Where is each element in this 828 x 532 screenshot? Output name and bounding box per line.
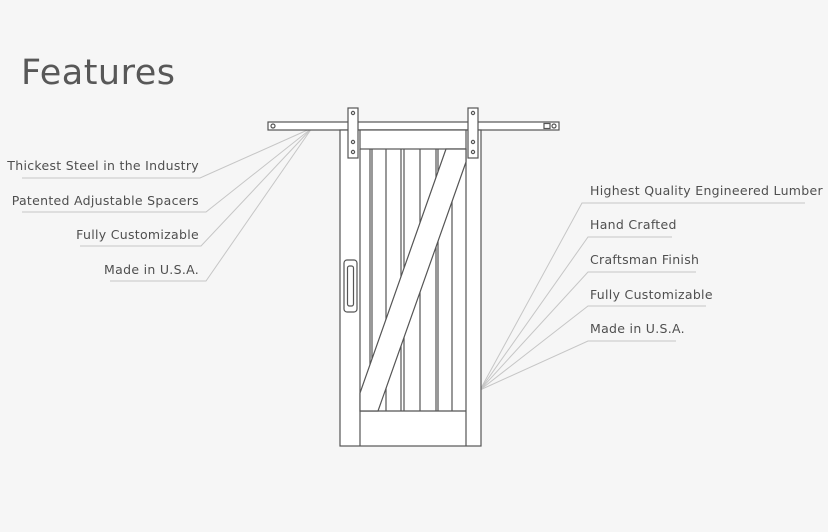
- leader-line: [479, 271, 696, 391]
- leader-line: [22, 127, 313, 179]
- leader-line: [479, 202, 805, 391]
- right-feature-label: Craftsman Finish: [590, 252, 700, 267]
- diagonal-brace: [359, 148, 467, 412]
- left-feature-label: Patented Adjustable Spacers: [11, 193, 199, 208]
- right-leader-lines: [479, 202, 805, 391]
- right-feature-label: Hand Crafted: [590, 217, 677, 232]
- left-feature-label: Fully Customizable: [76, 227, 199, 242]
- right-hanger: [467, 107, 479, 159]
- left-leader-lines: [22, 127, 313, 282]
- leader-line: [479, 340, 676, 391]
- door-handle: [343, 259, 358, 313]
- rail-end-bolt: [270, 123, 276, 129]
- leader-line: [479, 236, 672, 391]
- rail-stop: [543, 122, 551, 130]
- right-feature-label: Fully Customizable: [590, 287, 713, 302]
- right-feature-label: Made in U.S.A.: [590, 321, 685, 336]
- leader-line: [110, 127, 313, 282]
- left-feature-label: Thickest Steel in the Industry: [7, 158, 199, 173]
- leader-line: [479, 305, 706, 391]
- barn-door: [267, 107, 560, 447]
- door-handle-recess: [346, 265, 355, 307]
- door-top-rail: [359, 129, 467, 150]
- left-hanger: [347, 107, 359, 159]
- track-rail: [267, 121, 560, 131]
- page-title: Features: [21, 53, 176, 93]
- rail-end-bolt: [551, 123, 557, 129]
- left-feature-label: Made in U.S.A.: [104, 262, 199, 277]
- leader-line: [22, 127, 313, 213]
- right-feature-label: Highest Quality Engineered Lumber: [590, 183, 823, 198]
- leader-line: [80, 127, 313, 247]
